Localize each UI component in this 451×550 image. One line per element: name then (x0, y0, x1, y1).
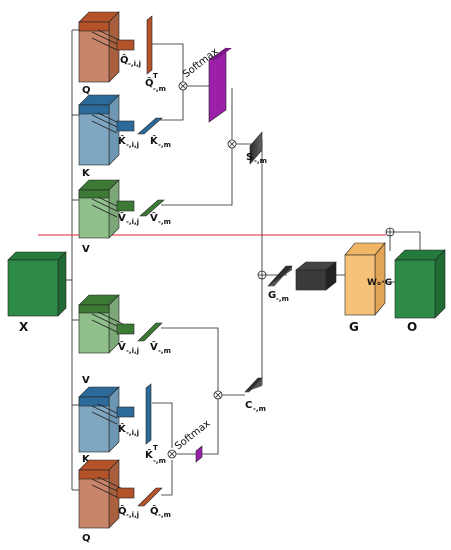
svg-text:-,m: -,m (158, 218, 171, 226)
softmax-block-bottom: Softmax (173, 418, 213, 463)
svg-text:-,i,j: -,i,j (126, 141, 139, 149)
svg-text:V: V (82, 375, 90, 386)
s-block: S -,m (246, 131, 267, 165)
c-block: C -,m (244, 377, 266, 413)
svg-text:T: T (153, 444, 158, 452)
softmax-block-top: Softmax (181, 46, 232, 123)
svg-text:-,i,j: -,i,j (126, 347, 139, 355)
svg-text:Q: Q (82, 533, 91, 544)
k-slice-bottom: K̂ -,i,j (116, 406, 139, 437)
k-vector-top: K̂ -,m (137, 117, 171, 149)
svg-text:K̂: K̂ (145, 448, 154, 461)
svg-text:V̂: V̂ (150, 211, 158, 224)
svg-text:K̂: K̂ (118, 134, 127, 147)
svg-text:-,m: -,m (276, 295, 289, 303)
svg-text:-,m: -,m (254, 157, 267, 165)
svg-text:-,i,j: -,i,j (126, 218, 139, 226)
g-sum-block: G -,m (267, 265, 293, 303)
kt-vector-bottom: K̂ T -,m (145, 383, 166, 465)
svg-text:-,i,j: -,i,j (126, 511, 139, 519)
softmax-label-bottom: Softmax (173, 418, 213, 452)
svg-text:Q̂: Q̂ (120, 53, 129, 66)
k-slice-top: K̂ -,i,j (116, 120, 139, 149)
output-o-label: O (407, 320, 417, 334)
svg-text:K̂: K̂ (150, 134, 159, 147)
v-vector-top: V̂ -,m (139, 199, 171, 226)
v-slice-top: V̂ -,i,j (116, 200, 139, 226)
v-tensor-top: V (78, 179, 124, 255)
q-label-top: Q (82, 85, 91, 96)
svg-text:-,m: -,m (158, 347, 171, 355)
bottom-branch: V V̂ -,i,j V̂ -,m K K̂ -,i,j K̂ (78, 294, 266, 544)
svg-text:V̂: V̂ (118, 340, 126, 353)
q-slice-bottom: Q̂ -,i,j (116, 487, 139, 519)
multiply-node-4 (213, 390, 223, 400)
svg-text:V: V (82, 244, 90, 255)
svg-text:K̂: K̂ (118, 422, 127, 435)
svg-text:-,i,j: -,i,j (128, 60, 141, 68)
output-o-block: O (394, 249, 446, 334)
svg-text:K: K (82, 454, 91, 465)
residual-sum-node (385, 227, 395, 237)
multiply-node-3 (167, 449, 177, 459)
svg-text:Q̂: Q̂ (150, 504, 159, 517)
multiply-node-1 (178, 81, 188, 91)
svg-text:-,m: -,m (153, 85, 166, 93)
k-tensor-top: K (78, 94, 124, 179)
svg-text:-,m: -,m (253, 405, 266, 413)
svg-text:Q̂: Q̂ (118, 504, 127, 517)
svg-text:-,m: -,m (153, 457, 166, 465)
sum-node (257, 270, 267, 280)
svg-text:C: C (245, 400, 252, 411)
v-slice-bottom: V̂ -,i,j (116, 323, 139, 355)
wo-g-label: Wₒ·G (367, 278, 392, 288)
q-vector-bottom: Q̂ -,m (137, 487, 171, 519)
svg-text:Q̂: Q̂ (145, 76, 154, 89)
svg-text:V̂: V̂ (118, 211, 126, 224)
svg-text:-,i,j: -,i,j (126, 429, 139, 437)
qt-vector-top: Q̂ T -,m (145, 15, 166, 93)
q-tensor-bottom: Q (78, 459, 124, 544)
multiply-node-2 (227, 139, 237, 149)
svg-text:-,m: -,m (158, 511, 171, 519)
svg-text:G: G (268, 290, 276, 301)
k-tensor-bottom: K (78, 386, 124, 465)
v-vector-bottom: V̂ -,m (137, 322, 171, 355)
v-tensor-bottom: V (78, 294, 124, 386)
svg-text:S: S (246, 152, 253, 163)
input-x-label: X (19, 320, 29, 334)
svg-text:V̂: V̂ (150, 340, 158, 353)
q-slice-top: Q̂ -,i,j (116, 39, 141, 68)
svg-text:T: T (153, 72, 158, 80)
svg-text:-,m: -,m (158, 141, 171, 149)
g-block: G (344, 242, 386, 334)
g-label: G (349, 320, 359, 334)
top-branch: Q Q̂ -,i,j Q̂ T -,m K K̂ -,i,j (78, 11, 267, 255)
svg-text:K: K (82, 168, 91, 179)
input-x-block: X (7, 251, 67, 334)
q-tensor-top: Q (78, 11, 124, 96)
conv-block (295, 261, 337, 291)
